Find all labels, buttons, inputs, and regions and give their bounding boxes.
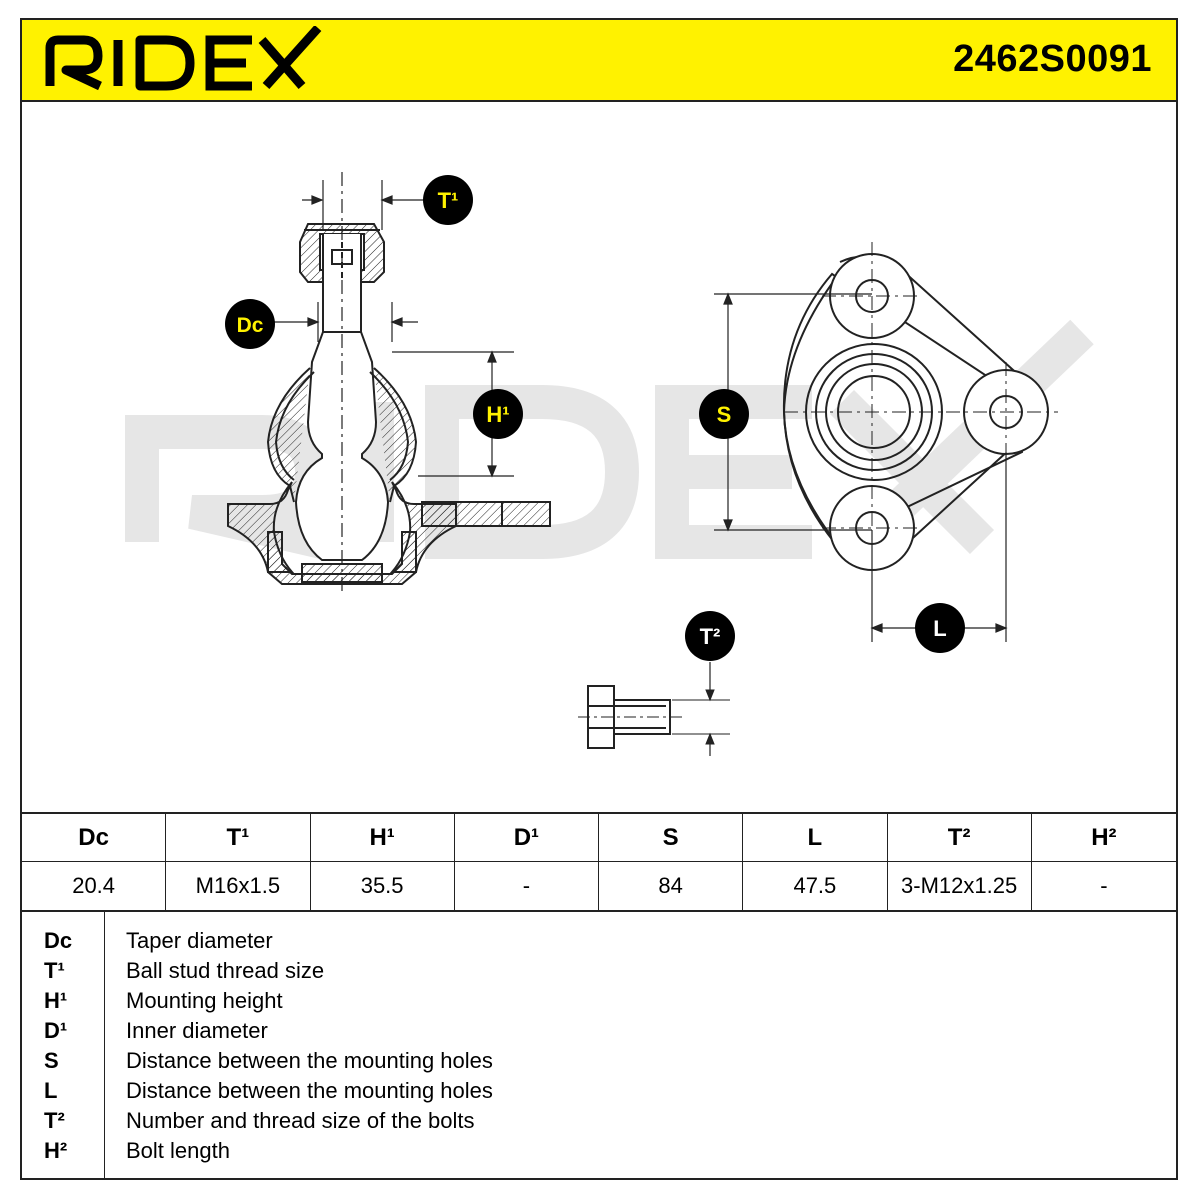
legend-row: H² Bolt length bbox=[22, 1136, 1176, 1166]
legend-key: H¹ bbox=[44, 988, 68, 1013]
badge-t1: T¹ bbox=[423, 175, 473, 225]
table-value-cell: 47.5 bbox=[743, 862, 888, 910]
header-bar: 2462S0091 bbox=[22, 20, 1176, 102]
legend-key: Dc bbox=[44, 928, 73, 953]
table-value-cell: 35.5 bbox=[311, 862, 455, 910]
legend-row: T¹ Ball stud thread size bbox=[22, 956, 1176, 986]
table-header-cell: Dc bbox=[22, 814, 167, 862]
table-header-cell: L bbox=[743, 814, 888, 862]
brand-logo bbox=[44, 24, 324, 101]
legend-description: Inner diameter bbox=[126, 1018, 268, 1043]
badge-t1-label: T¹ bbox=[438, 188, 459, 213]
part-number: 2462S0091 bbox=[953, 38, 1152, 80]
legend-key: H² bbox=[44, 1138, 68, 1163]
badge-l: L bbox=[915, 603, 965, 653]
badge-dc-label: Dc bbox=[237, 314, 264, 337]
table-value-cell: M16x1.5 bbox=[166, 862, 311, 910]
legend-row: H¹ Mounting height bbox=[22, 986, 1176, 1016]
legend-description: Taper diameter bbox=[126, 928, 273, 953]
badge-h1: H¹ bbox=[473, 389, 523, 439]
legend-key: T² bbox=[44, 1108, 65, 1133]
badge-h1-label: H¹ bbox=[486, 402, 509, 427]
table-value-cell: - bbox=[1100, 873, 1108, 898]
table-value-cell: 84 bbox=[599, 862, 744, 910]
table-value-cell: 3-M12x1.25 bbox=[888, 862, 1032, 910]
bolt-drawing bbox=[578, 662, 730, 756]
legend-key: T¹ bbox=[44, 958, 65, 983]
legend-description: Bolt length bbox=[126, 1138, 230, 1163]
ball-joint-section bbox=[227, 172, 551, 592]
badge-s: S bbox=[699, 389, 749, 439]
ridex-logo-icon bbox=[45, 24, 322, 91]
legend-row: S Distance between the mounting holes bbox=[22, 1046, 1176, 1076]
table-header-cell: S bbox=[599, 814, 744, 862]
legend-row: Dc Taper diameter bbox=[22, 926, 1176, 956]
table-header-cell: H² bbox=[1031, 814, 1176, 862]
technical-drawing: T¹ Dc H¹ S L T² bbox=[22, 102, 1176, 812]
legend-row: D¹ Inner diameter bbox=[22, 1016, 1176, 1046]
legend-description: Ball stud thread size bbox=[126, 958, 325, 983]
legend-key: L bbox=[44, 1078, 58, 1103]
table-header-cell: T² bbox=[887, 814, 1032, 862]
table-value-cell: 20.4 bbox=[22, 862, 167, 910]
product-sheet: 2462S0091 bbox=[20, 18, 1178, 1180]
legend-description: Distance between the mounting holes bbox=[126, 1048, 493, 1073]
ball-joint-drawing: T¹ Dc H¹ S L T² bbox=[125, 172, 1094, 756]
legend-description: Distance between the mounting holes bbox=[126, 1078, 493, 1103]
legend-description: Number and thread size of the bolts bbox=[126, 1108, 475, 1133]
table-value-cell: - bbox=[455, 862, 599, 910]
table-header-cell: H¹ bbox=[310, 814, 455, 862]
badge-dc: Dc bbox=[225, 299, 275, 349]
legend-row: L Distance between the mounting holes bbox=[22, 1076, 1176, 1106]
badge-l-label: L bbox=[933, 616, 946, 641]
table-header-cell: D¹ bbox=[454, 814, 599, 862]
badge-s-label: S bbox=[717, 402, 732, 427]
legend-key: D¹ bbox=[44, 1018, 68, 1043]
legend-key: S bbox=[44, 1048, 59, 1073]
table-header-cell: T¹ bbox=[166, 814, 311, 862]
legend-row: T² Number and thread size of the bolts bbox=[22, 1106, 1176, 1136]
legend-divider bbox=[104, 912, 105, 1180]
legend-description: Mounting height bbox=[126, 988, 283, 1013]
badge-t2-label: T² bbox=[700, 624, 721, 649]
badge-t2: T² bbox=[685, 611, 735, 661]
